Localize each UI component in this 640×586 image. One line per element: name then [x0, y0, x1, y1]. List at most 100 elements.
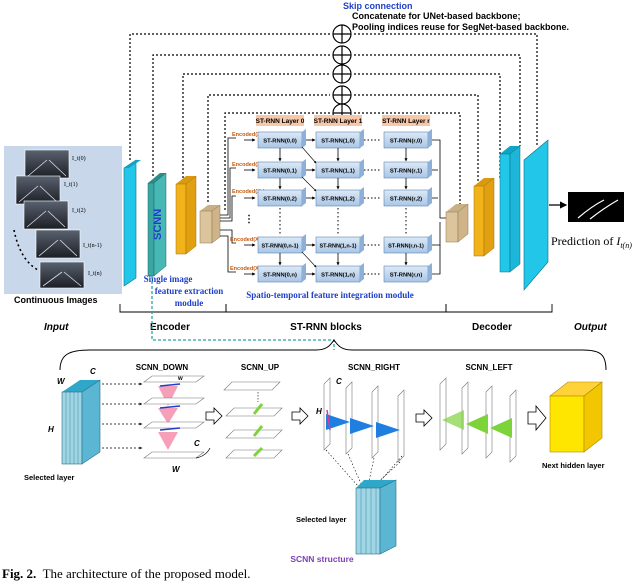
frame-label-4: I_t(n): [88, 270, 102, 277]
st-rnn-cells: ST-RNN(0,0) ST-RNN(1,0) ST-RNN(r,0) ST-R…: [257, 129, 432, 283]
figure-number: Fig. 2.: [2, 566, 37, 581]
cell-label-1-2: ST-RNN(1,2): [321, 197, 355, 203]
cell-label-1-n: ST-RNN(1,n): [321, 273, 355, 279]
encoder-cyan-slab: [123, 159, 141, 287]
scnn-structure: SCNN_DOWN SCNN_UP SCNN_RIGHT SCNN_LEFT W…: [24, 339, 607, 564]
scnn-up-title: SCNN_UP: [241, 363, 280, 372]
cell-0-n-1: ST-RNN(0,n-1): [257, 234, 306, 254]
cell-label-0-0: ST-RNN(0,0): [263, 139, 297, 145]
figure-caption: Fig. 2. The architecture of the proposed…: [2, 566, 251, 582]
prediction-label: Prediction of It(n): [551, 234, 632, 250]
skip-path-4: [207, 94, 479, 202]
strnn-output-lines: [432, 139, 446, 275]
cell-r-2: ST-RNN(r,2): [383, 187, 432, 207]
column-ellipses: [364, 139, 380, 275]
cell-1-0: ST-RNN(1,0): [315, 129, 364, 149]
scnn-down-slices: w C W: [143, 375, 211, 474]
cell-1-1: ST-RNN(1,1): [315, 159, 364, 179]
encoded-label-0: Encoded(X₀): [232, 132, 265, 138]
frame-1: I_t(1): [15, 175, 78, 205]
encoded-feed-lines: [220, 137, 236, 273]
selected-layer-bottom-label: Selected layer: [296, 515, 347, 524]
frame-n-1: I_t(n-1): [35, 229, 102, 259]
merge-node-2: [332, 45, 352, 65]
frame-label-3: I_t(n-1): [83, 242, 102, 249]
up-to-right-arrow: [291, 407, 309, 425]
cell-label-0-2: ST-RNN(0,2): [263, 197, 297, 203]
section-decoder: Decoder: [472, 322, 512, 333]
figure-caption-text: The architecture of the proposed model.: [36, 566, 251, 581]
scnn-left-slices: [439, 377, 517, 463]
cell-label-r-0: ST-RNN(r,0): [390, 139, 422, 145]
encoded-label-4: Encoded(Xₙ): [230, 266, 263, 272]
frame-0: I_t(0): [24, 149, 86, 179]
skip-line2: Pooling indices reuse for SegNet-based b…: [352, 22, 569, 32]
cell-r-n-1: ST-RNN(r,n-1): [383, 234, 432, 254]
dim-C-down: C: [194, 439, 200, 448]
encoder-tan-block: [199, 204, 221, 244]
cell-label-0-n-1: ST-RNN(0,n-1): [262, 244, 299, 250]
prediction-image: [568, 192, 624, 222]
cell-label-r-n: ST-RNN(r,n): [390, 273, 423, 279]
dim-W-left: W: [57, 377, 66, 386]
section-input: Input: [44, 322, 69, 333]
row-ellipses: [279, 208, 407, 235]
cell-1-2: ST-RNN(1,2): [315, 187, 364, 207]
left-to-next-arrow: [527, 404, 547, 432]
decoder-tan-block: [445, 203, 469, 243]
skip-connection: Skip connection Concatenate for UNet-bas…: [129, 1, 569, 210]
cell-r-n: ST-RNN(r,n): [383, 263, 432, 283]
cell-0-n: ST-RNN(0,n): [257, 263, 306, 283]
cell-0-1: ST-RNN(0,1): [257, 159, 306, 179]
scnn-right-slices: C H: [316, 377, 405, 463]
input-caption: Continuous Images: [14, 295, 98, 305]
dim-C-right: C: [336, 377, 342, 386]
layer-header-1: ST-RNN Layer 1: [314, 118, 363, 125]
frame-label-1: I_t(1): [64, 181, 78, 188]
encoder-blocks: SCNN Single image feature extraction mod…: [123, 159, 224, 308]
decoder-blocks: Prediction of It(n): [445, 139, 632, 291]
encoder-scnn-slab: SCNN: [147, 172, 167, 277]
scnn-label: SCNN: [152, 209, 164, 240]
frame-n: I_t(n): [39, 261, 102, 289]
cell-label-r-2: ST-RNN(r,2): [390, 197, 422, 203]
section-encoder: Encoder: [150, 322, 190, 333]
encoded-ellipsis: ⋮: [244, 214, 254, 225]
layer-header-2: ST-RNN Layer r: [382, 118, 430, 125]
encoded-labels: Encoded(X₀) Encoded(X₁) Encoded(X₂) Enco…: [230, 132, 268, 272]
scnn-left-title: SCNN_LEFT: [465, 363, 512, 372]
scnn-zoom-connector: [151, 276, 335, 350]
section-output: Output: [574, 322, 607, 333]
encoded-label-2: Encoded(X₂): [232, 189, 265, 195]
encoder-module-line3: module: [175, 298, 204, 308]
down-feed-arrows: [102, 382, 143, 450]
cell-0-0: ST-RNN(0,0): [257, 129, 306, 149]
decoder-cyan-large: [523, 139, 549, 291]
cell-label-1-0: ST-RNN(1,0): [321, 139, 355, 145]
scnn-up-slices: [223, 381, 283, 459]
encoder-orange-block: [175, 175, 197, 255]
cell-label-r-1: ST-RNN(r,1): [390, 169, 422, 175]
scnn-structure-bracket: [59, 339, 607, 371]
encoder-module-line2: feature extraction: [155, 286, 224, 296]
horizontal-arrows: [306, 138, 316, 276]
cell-1-n-1: ST-RNN(1,n-1): [315, 234, 364, 254]
diagonal-arrows: [301, 146, 317, 268]
cell-label-1-n-1: ST-RNN(1,n-1): [320, 244, 357, 250]
encoded-label-3: Encoded(Xₙ₋₁): [230, 237, 268, 243]
scnn-right-title: SCNN_RIGHT: [348, 363, 400, 372]
frame-label-0: I_t(0): [72, 155, 86, 162]
dim-H-left: H: [48, 425, 54, 434]
cell-label-0-n: ST-RNN(0,n): [263, 273, 297, 279]
strnn-bracket: [225, 304, 447, 313]
dim-C-left: C: [90, 367, 96, 376]
merge-node-1: [332, 24, 352, 44]
right-to-left-arrow: [415, 409, 433, 427]
skip-line1: Concatenate for UNet-based backbone;: [352, 11, 521, 21]
selected-layer-left-label: Selected layer: [24, 473, 75, 482]
strnn-module-label: Spatio-temporal feature integration modu…: [246, 290, 414, 300]
selected-layer-block-bottom: Selected layer: [296, 479, 397, 555]
scnn-structure-title: SCNN structure: [290, 554, 354, 564]
cell-r-1: ST-RNN(r,1): [383, 159, 432, 179]
